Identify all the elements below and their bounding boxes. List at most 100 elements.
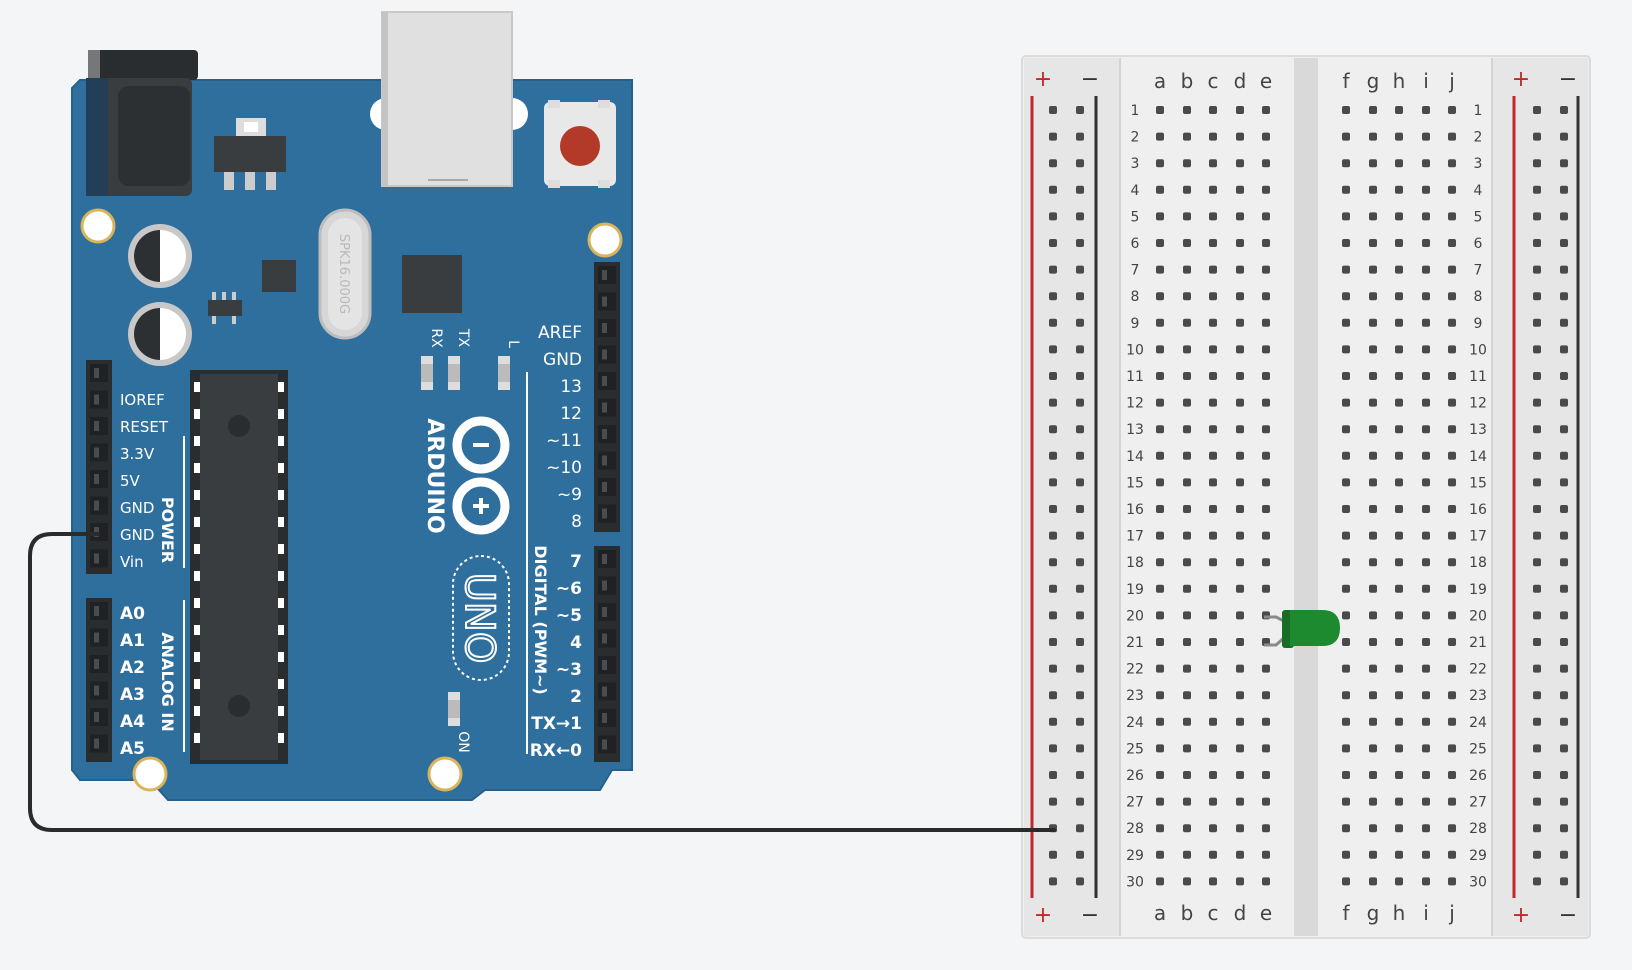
breadboard-hole[interactable] [1395,691,1403,700]
breadboard-hole[interactable] [1156,611,1164,620]
breadboard-hole[interactable] [1448,398,1456,407]
breadboard-hole[interactable] [1395,824,1403,833]
breadboard-hole[interactable] [1209,265,1217,274]
breadboard-hole[interactable] [1183,265,1191,274]
breadboard-hole[interactable] [1448,664,1456,673]
breadboard-hole[interactable] [1156,824,1164,833]
breadboard-hole[interactable] [1236,744,1244,753]
breadboard-hole[interactable] [1156,106,1164,114]
breadboard-hole[interactable] [1560,318,1568,327]
breadboard-hole[interactable] [1342,318,1350,327]
breadboard-hole[interactable] [1156,505,1164,513]
breadboard-hole[interactable] [1156,185,1164,194]
breadboard-hole[interactable] [1533,159,1541,168]
breadboard-hole[interactable] [1422,159,1430,168]
breadboard-hole[interactable] [1156,451,1164,460]
breadboard-hole[interactable] [1533,318,1541,327]
breadboard-hole[interactable] [1183,584,1191,593]
breadboard-hole[interactable] [1448,611,1456,620]
breadboard-hole[interactable] [1395,185,1403,194]
breadboard-hole[interactable] [1560,372,1568,380]
breadboard-hole[interactable] [1262,824,1270,833]
breadboard-hole[interactable] [1262,265,1270,274]
breadboard-hole[interactable] [1236,345,1244,354]
breadboard-hole[interactable] [1049,611,1057,620]
breadboard-hole[interactable] [1076,505,1084,513]
breadboard-hole[interactable] [1049,771,1057,779]
breadboard-hole[interactable] [1369,132,1377,141]
breadboard-hole[interactable] [1076,451,1084,460]
breadboard-hole[interactable] [1209,505,1217,513]
breadboard-hole[interactable] [1183,664,1191,673]
breadboard-hole[interactable] [1183,159,1191,168]
digital-header-bottom[interactable] [594,546,620,762]
breadboard-hole[interactable] [1448,531,1456,540]
breadboard-hole[interactable] [1209,451,1217,460]
breadboard-hole[interactable] [1533,372,1541,380]
breadboard-hole[interactable] [1076,744,1084,753]
breadboard-hole[interactable] [1369,212,1377,221]
breadboard-hole[interactable] [1183,744,1191,753]
breadboard-hole[interactable] [1395,850,1403,859]
breadboard-hole[interactable] [1236,212,1244,221]
breadboard-hole[interactable] [1183,638,1191,646]
breadboard-hole[interactable] [1156,318,1164,327]
breadboard-hole[interactable] [1342,265,1350,274]
breadboard-hole[interactable] [1448,478,1456,487]
reset-button-icon[interactable] [544,100,616,188]
breadboard-hole[interactable] [1369,292,1377,301]
usb-port-icon[interactable] [370,11,528,187]
breadboard-hole[interactable] [1156,398,1164,407]
breadboard-hole[interactable] [1209,850,1217,859]
power-header[interactable] [86,360,112,574]
breadboard-hole[interactable] [1395,265,1403,274]
breadboard-hole[interactable] [1076,159,1084,168]
breadboard-hole[interactable] [1395,292,1403,301]
breadboard-hole[interactable] [1156,265,1164,274]
breadboard-hole[interactable] [1448,691,1456,700]
breadboard-hole[interactable] [1049,505,1057,513]
breadboard-hole[interactable] [1183,372,1191,380]
breadboard-hole[interactable] [1156,691,1164,700]
breadboard-hole[interactable] [1533,398,1541,407]
breadboard-hole[interactable] [1262,239,1270,247]
breadboard-hole[interactable] [1422,558,1430,567]
breadboard-hole[interactable] [1369,558,1377,567]
breadboard-hole[interactable] [1262,106,1270,114]
breadboard-hole[interactable] [1236,185,1244,194]
breadboard-hole[interactable] [1183,877,1191,886]
breadboard-hole[interactable] [1395,239,1403,247]
breadboard-hole[interactable] [1236,611,1244,620]
breadboard-hole[interactable] [1156,132,1164,141]
breadboard-hole[interactable] [1183,185,1191,194]
breadboard-hole[interactable] [1369,159,1377,168]
breadboard-hole[interactable] [1156,850,1164,859]
breadboard-hole[interactable] [1369,398,1377,407]
breadboard-hole[interactable] [1076,425,1084,434]
breadboard-hole[interactable] [1395,451,1403,460]
breadboard-hole[interactable] [1395,744,1403,753]
breadboard-hole[interactable] [1342,691,1350,700]
breadboard-hole[interactable] [1236,478,1244,487]
breadboard-hole[interactable] [1049,185,1057,194]
breadboard-hole[interactable] [1422,372,1430,380]
breadboard-hole[interactable] [1342,239,1350,247]
breadboard-hole[interactable] [1369,717,1377,726]
breadboard-hole[interactable] [1076,771,1084,779]
breadboard-hole[interactable] [1560,185,1568,194]
breadboard-hole[interactable] [1236,451,1244,460]
breadboard-hole[interactable] [1236,638,1244,646]
breadboard-hole[interactable] [1422,478,1430,487]
breadboard-hole[interactable] [1369,425,1377,434]
breadboard-hole[interactable] [1422,664,1430,673]
breadboard-hole[interactable] [1262,850,1270,859]
breadboard-hole[interactable] [1236,132,1244,141]
breadboard-hole[interactable] [1395,159,1403,168]
breadboard-hole[interactable] [1049,345,1057,354]
breadboard-hole[interactable] [1533,185,1541,194]
power-jack-icon[interactable] [86,50,198,196]
breadboard-hole[interactable] [1236,771,1244,779]
breadboard-hole[interactable] [1236,850,1244,859]
breadboard-hole[interactable] [1156,239,1164,247]
breadboard-hole[interactable] [1448,425,1456,434]
